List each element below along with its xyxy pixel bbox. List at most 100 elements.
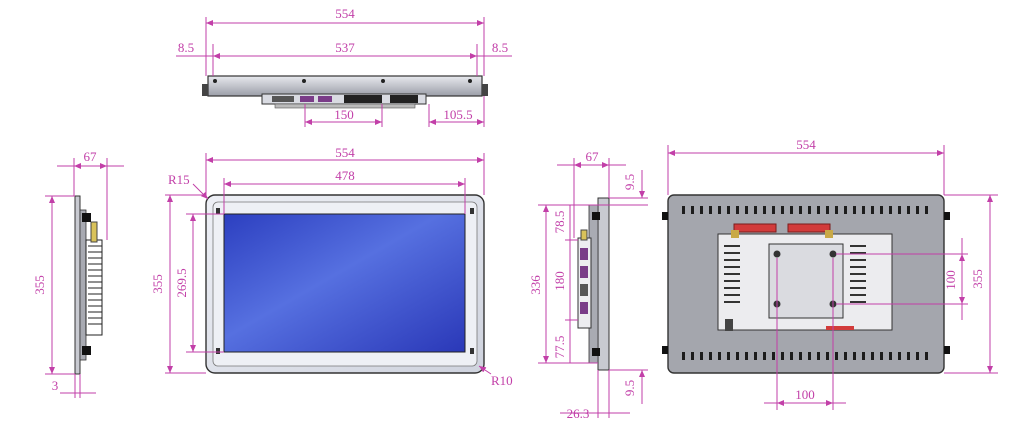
- dim-top-port-span: 150: [334, 107, 354, 122]
- dim-top-overall: 554: [335, 6, 355, 21]
- vent-slot: [691, 352, 694, 360]
- left-side-housing: [79, 209, 87, 361]
- vent-slot: [880, 206, 883, 214]
- right-side-view: 67 9.5 336 78.5 180 77.5 9.5 26.3: [528, 149, 648, 421]
- vent-slot: [925, 206, 928, 214]
- dim-left-bezel: 3: [52, 378, 59, 393]
- vent-slot: [871, 352, 874, 360]
- vent-slot: [763, 206, 766, 214]
- back-module-vents: [724, 245, 866, 303]
- right-side-port: [580, 248, 588, 260]
- vent-slot: [898, 352, 901, 360]
- vent-slot: [898, 206, 901, 214]
- vent-slot: [907, 352, 910, 360]
- vent-slot: [754, 206, 757, 214]
- dim-back-vesa-h: 100: [943, 270, 958, 290]
- module-accent: [826, 326, 854, 330]
- vent-slot: [871, 206, 874, 214]
- dim-right-bottom-margin: 9.5: [622, 380, 637, 396]
- dim-top-left-margin: 8.5: [178, 40, 194, 55]
- dim-back-height: 355: [970, 269, 985, 289]
- vent-slot: [799, 206, 802, 214]
- vent-slot: [853, 352, 856, 360]
- front-corner-mark: [216, 208, 220, 214]
- vent-slot: [745, 206, 748, 214]
- port-serial-3: [318, 96, 332, 102]
- dim-front-screen-height: 269.5: [174, 268, 189, 297]
- vent-slot: [808, 352, 811, 360]
- top-view: 554 537 8.5 8.5 150 105.5: [176, 6, 512, 127]
- vent-slot: [853, 206, 856, 214]
- left-clip: [202, 84, 208, 96]
- vent-slot: [709, 206, 712, 214]
- left-side-clip-top: [82, 213, 91, 222]
- vent-slot: [817, 206, 820, 214]
- vent-slot: [727, 352, 730, 360]
- dim-right-seg-top: 78.5: [552, 211, 567, 234]
- right-side-port: [580, 284, 588, 296]
- vent-slot: [772, 352, 775, 360]
- right-side-clip-top: [592, 212, 600, 220]
- top-view-housing: [207, 75, 483, 97]
- dim-front-height: 355: [150, 274, 165, 294]
- dim-front-width: 554: [335, 145, 355, 160]
- vent-slot: [781, 352, 784, 360]
- dim-right-seg-bottom: 77.5: [552, 336, 567, 359]
- module-foot: [725, 319, 733, 331]
- vent-slot: [916, 206, 919, 214]
- back-clip: [662, 212, 668, 220]
- right-side-antenna: [580, 229, 588, 241]
- vent-slot: [754, 352, 757, 360]
- vent-slot: [781, 206, 784, 214]
- dim-front-corner-inner: R10: [491, 373, 513, 388]
- antenna-left-connector: [731, 230, 739, 238]
- right-side-port: [580, 302, 588, 314]
- back-clip: [944, 212, 950, 220]
- vent-slot: [889, 206, 892, 214]
- vent-slot: [682, 206, 685, 214]
- port-cluster-1: [344, 95, 382, 103]
- antenna-left: [733, 223, 777, 233]
- front-corner-mark: [216, 348, 220, 354]
- screw-hole: [468, 79, 472, 83]
- front-screen: [223, 213, 466, 353]
- screw-hole: [381, 79, 385, 83]
- vent-slot: [718, 206, 721, 214]
- vent-slot: [826, 352, 829, 360]
- back-vent-top: [682, 206, 928, 214]
- vent-slot: [835, 206, 838, 214]
- vent-slot: [736, 206, 739, 214]
- vent-slot: [727, 206, 730, 214]
- port-serial-2: [300, 96, 314, 102]
- back-view: 554 355 100 100: [662, 137, 998, 410]
- back-clip: [944, 346, 950, 354]
- vent-slot: [844, 352, 847, 360]
- vent-slot: [772, 206, 775, 214]
- vent-slot: [862, 352, 865, 360]
- vent-slot: [862, 206, 865, 214]
- right-clip: [482, 84, 488, 96]
- left-side-bezel: [74, 195, 81, 375]
- antenna-right: [787, 223, 831, 233]
- dim-front-screen-width: 478: [335, 168, 355, 183]
- dim-right-top-margin: 9.5: [622, 174, 637, 190]
- vent-slot: [826, 206, 829, 214]
- dim-right-total: 336: [528, 275, 543, 295]
- vent-slot: [709, 352, 712, 360]
- vent-slot: [718, 352, 721, 360]
- dim-back-vesa-w: 100: [795, 387, 815, 402]
- right-side-port: [580, 266, 588, 278]
- dim-right-seg-mid: 180: [552, 271, 567, 291]
- dim-right-depth: 67: [586, 149, 600, 164]
- vent-slot: [736, 352, 739, 360]
- vent-slot: [790, 206, 793, 214]
- antenna-right-connector: [825, 230, 833, 238]
- vent-slot: [745, 352, 748, 360]
- dim-right-base-depth: 26.3: [567, 406, 590, 421]
- dim-back-width: 554: [796, 137, 816, 152]
- vent-slot: [682, 352, 685, 360]
- vent-slot: [691, 206, 694, 214]
- vent-slot: [844, 206, 847, 214]
- vent-slot: [835, 352, 838, 360]
- top-view-foot: [274, 103, 416, 109]
